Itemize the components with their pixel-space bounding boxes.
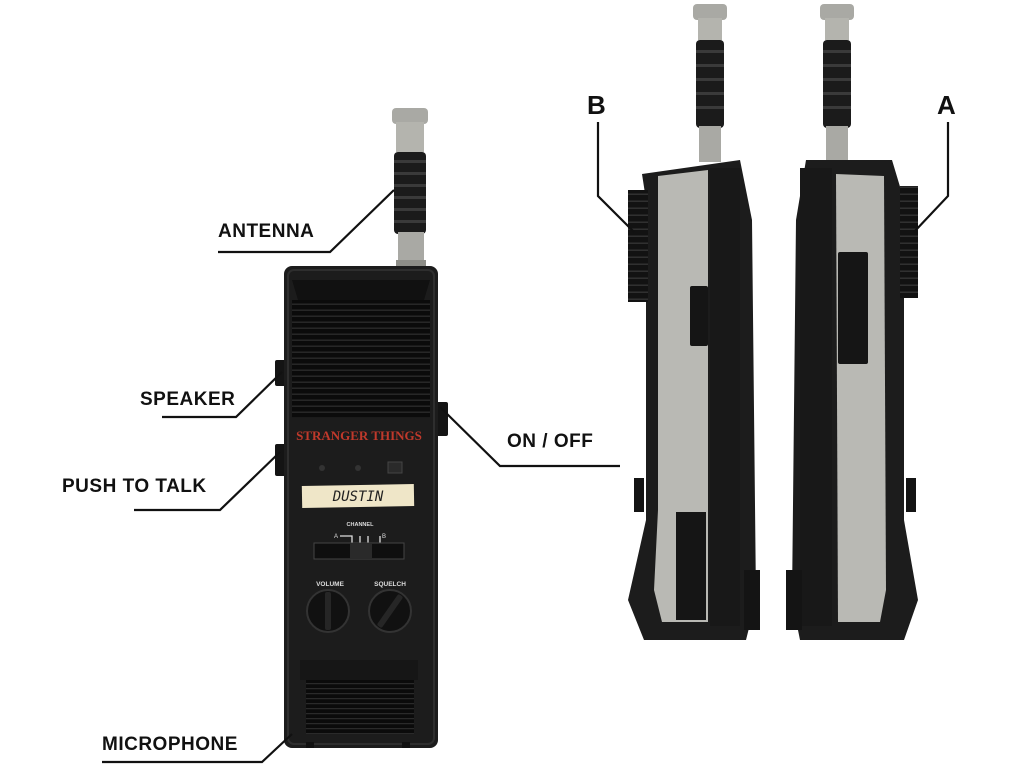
side-label-a: A [937, 90, 956, 120]
callout-speaker: SPEAKER [140, 389, 236, 410]
callout-on-off: ON / OFF [507, 431, 594, 452]
side-a-leader [913, 122, 950, 233]
brand-logo: STRANGER THINGS [296, 428, 422, 443]
side-view-b [628, 4, 760, 640]
volume-label: VOLUME [316, 581, 344, 588]
channel-selector: CHANNEL A B [313, 522, 405, 560]
microphone-grille [306, 680, 414, 734]
callout-push-to-talk: PUSH TO TALK [62, 476, 207, 497]
front-antenna [392, 108, 428, 268]
callout-microphone: MICROPHONE [102, 734, 238, 755]
squelch-label: SQUELCH [374, 581, 406, 588]
push-to-talk-leader [134, 451, 281, 512]
antenna-leader [218, 189, 395, 254]
channel-b-label: B [382, 534, 386, 540]
channel-label: CHANNEL [347, 522, 375, 528]
channel-a-label: A [334, 534, 338, 540]
microphone-leader [102, 733, 293, 764]
side-b-leader [596, 122, 635, 233]
speaker-leader [162, 371, 283, 419]
name-tag: DUSTIN [301, 484, 415, 508]
side-label-b: B [587, 90, 606, 120]
speaker-grille [292, 300, 430, 418]
on-off-leader [439, 406, 620, 468]
front-walkie-talkie: STRANGER THINGS DUSTIN CHANNEL A B VOLUM… [275, 108, 448, 748]
callout-antenna: ANTENNA [218, 221, 315, 242]
side-view-a [786, 4, 918, 640]
name-tag-text: DUSTIN [332, 489, 384, 505]
